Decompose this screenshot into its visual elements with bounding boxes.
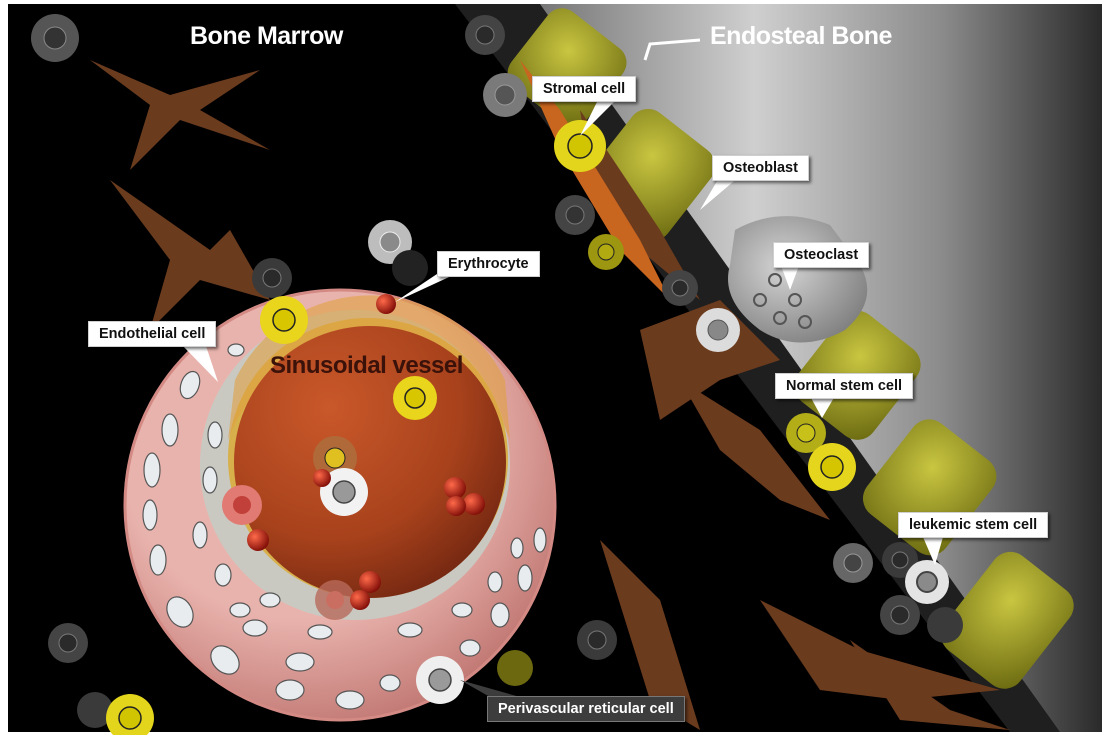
- endosteal-bone-title: Endosteal Bone: [710, 22, 892, 51]
- label-perivascular-reticular-cell: Perivascular reticular cell: [487, 696, 685, 722]
- label-stromal-cell: Stromal cell: [532, 76, 636, 102]
- label-normal-stem-cell: Normal stem cell: [775, 373, 913, 399]
- erythrocyte-rim: [376, 294, 396, 314]
- label-osteoclast: Osteoclast: [773, 242, 869, 268]
- label-leukemic-stem-cell: leukemic stem cell: [898, 512, 1048, 538]
- bone-marrow-title: Bone Marrow: [190, 22, 343, 51]
- label-endothelial-cell: Endothelial cell: [88, 321, 216, 347]
- label-erythrocyte: Erythrocyte: [437, 251, 540, 277]
- sinusoidal-vessel-label: Sinusoidal vessel: [270, 352, 463, 380]
- label-osteoblast: Osteoblast: [712, 155, 809, 181]
